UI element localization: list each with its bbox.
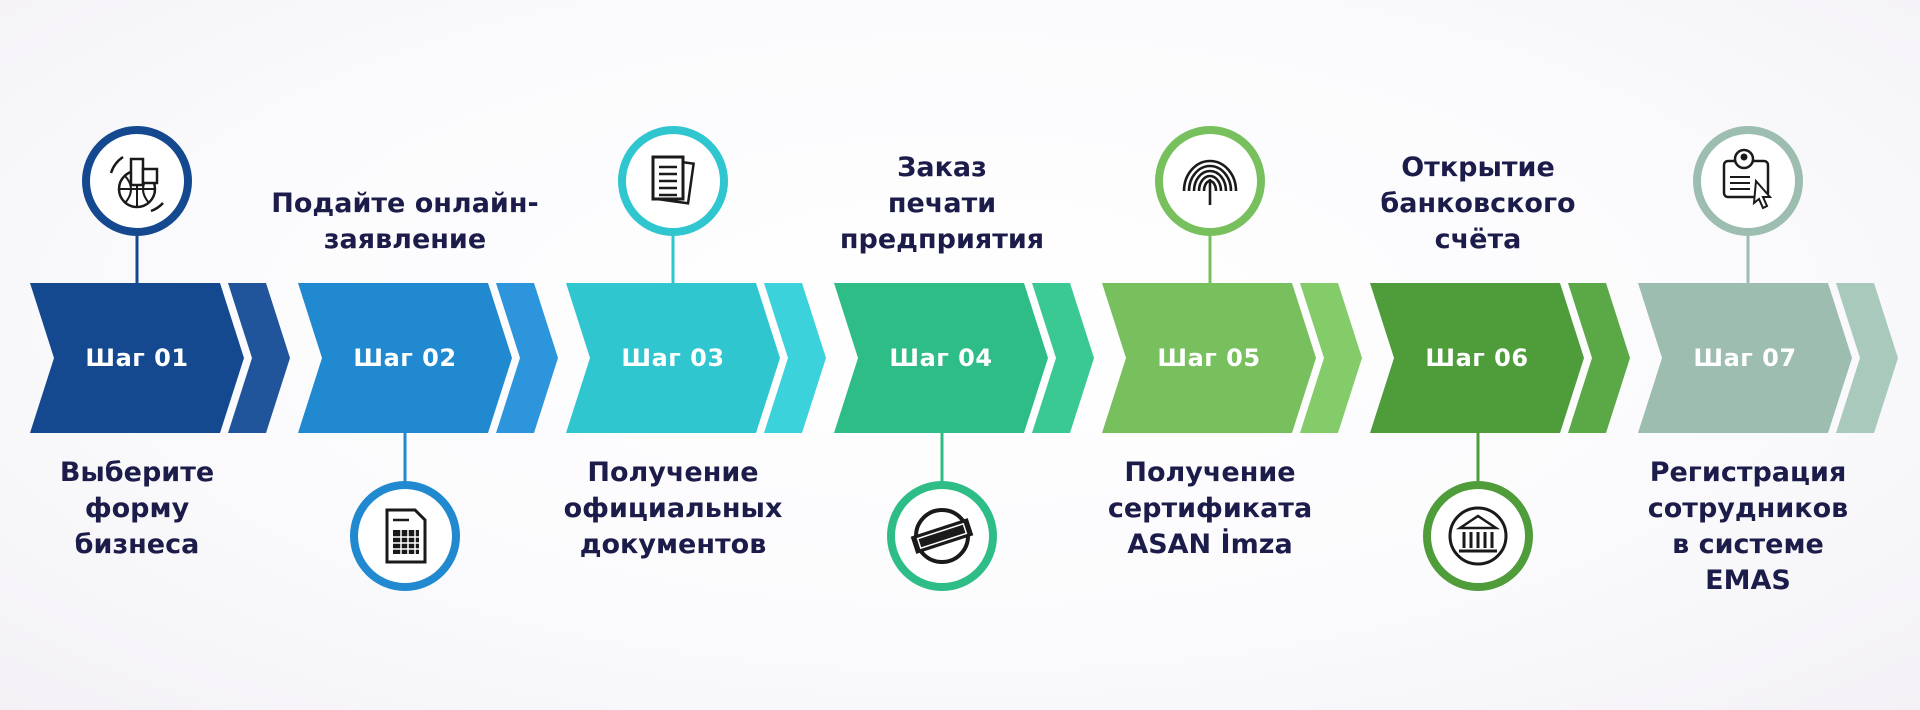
- step-6-description: Открытие банковского счёта: [1380, 152, 1576, 255]
- step-4-description: Заказ печати предприятия: [839, 152, 1045, 255]
- step-7-chevron: [1638, 283, 1852, 433]
- step-5-chevron-accent: [1300, 283, 1362, 433]
- step-1-chevron-accent: [228, 283, 290, 433]
- step-2-number: Шаг 02: [353, 344, 457, 372]
- step-5-chevron: [1102, 283, 1316, 433]
- business-globe-icon: [109, 155, 164, 213]
- employee-registration-icon: [1722, 148, 1773, 210]
- step-6-chevron-accent: [1568, 283, 1630, 433]
- step-5-number: Шаг 05: [1157, 344, 1261, 372]
- step-4-number: Шаг 04: [889, 344, 993, 372]
- documents-icon: [651, 155, 696, 205]
- step-1-description: Выберите форму бизнеса: [59, 457, 215, 560]
- step-7-number: Шаг 07: [1693, 344, 1797, 372]
- fingerprint-icon: [1182, 159, 1238, 205]
- step-6-number: Шаг 06: [1425, 344, 1529, 372]
- step-7-description: Регистрация сотрудников в системе EMAS: [1647, 457, 1849, 596]
- step-3-number: Шаг 03: [621, 344, 725, 372]
- step-4-chevron-accent: [1032, 283, 1094, 433]
- online-form-icon: [385, 508, 427, 564]
- step-5-description: Получение сертификата ASAN İmza: [1107, 457, 1313, 560]
- step-4-chevron: [834, 283, 1048, 433]
- step-1-number: Шаг 01: [85, 344, 189, 372]
- step-3-description: Получение официальных документов: [563, 457, 783, 560]
- step-2-chevron-accent: [496, 283, 558, 433]
- company-stamp-icon: [910, 508, 974, 564]
- step-3-chevron-accent: [764, 283, 826, 433]
- step-1-chevron: [30, 283, 244, 433]
- step-7-chevron-accent: [1836, 283, 1898, 433]
- step-2-description: Подайте онлайн- заявление: [271, 188, 539, 255]
- step-6-chevron: [1370, 283, 1584, 433]
- step-3-chevron: [566, 283, 780, 433]
- bank-icon: [1448, 506, 1508, 566]
- step-2-chevron: [298, 283, 512, 433]
